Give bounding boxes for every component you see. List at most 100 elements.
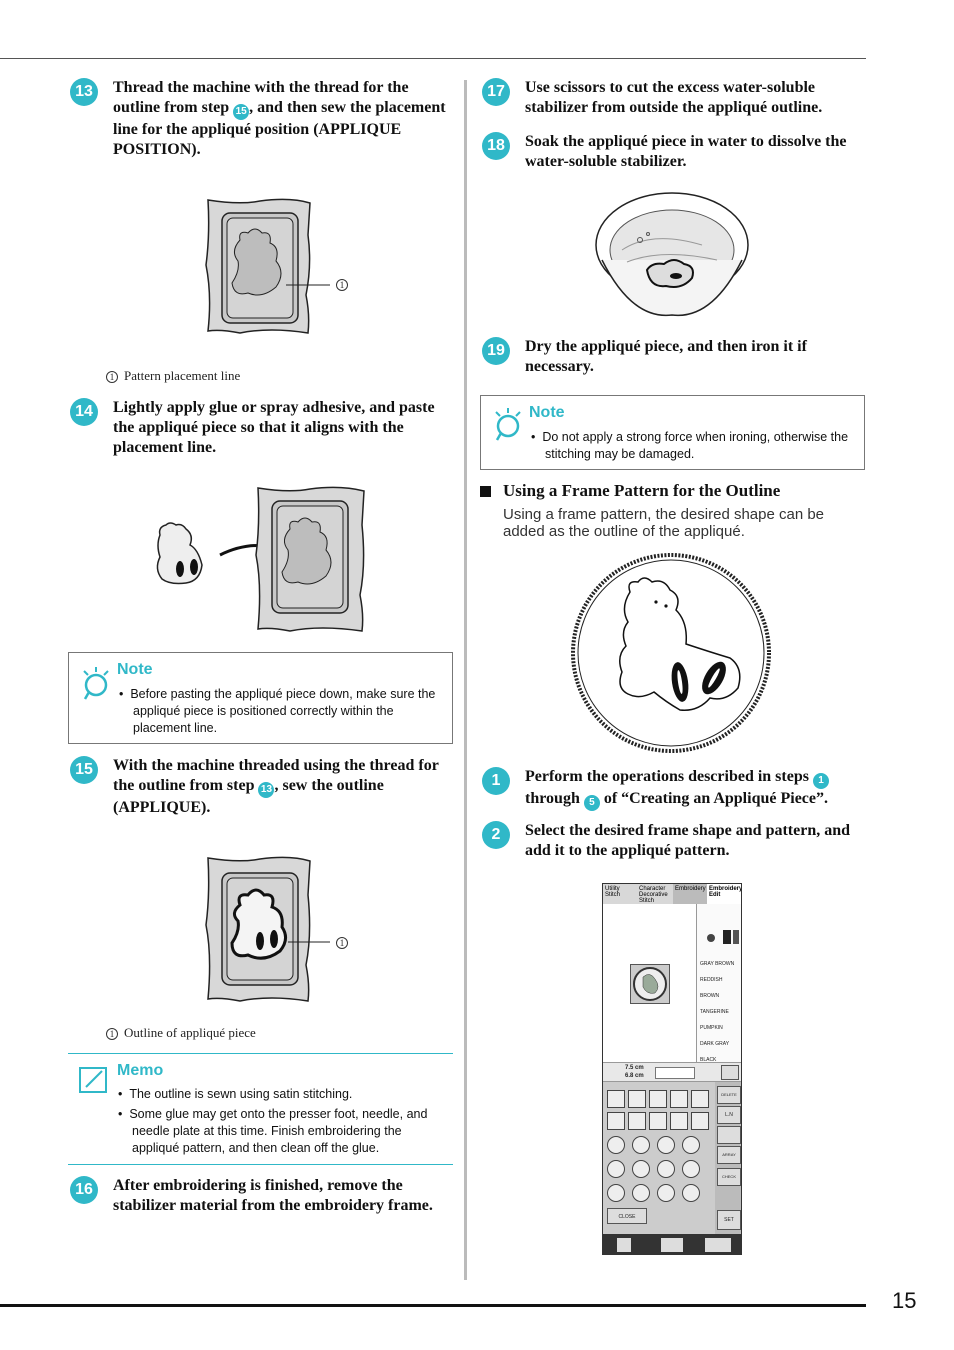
size-width: 7.5 cm bbox=[625, 1065, 644, 1071]
tab-utility-stitch[interactable]: Utility Stitch bbox=[603, 884, 637, 904]
section-square-icon bbox=[480, 486, 491, 497]
step-14-text: Lightly apply glue or spray adhesive, an… bbox=[113, 399, 435, 456]
shape-tall-rect-button[interactable] bbox=[691, 1112, 709, 1130]
array-button[interactable]: ARRAY bbox=[717, 1146, 741, 1164]
shape-crest-button[interactable] bbox=[670, 1112, 688, 1130]
memo-bullet-2: • Some glue may get onto the presser foo… bbox=[118, 1107, 428, 1155]
step-number-14: 14 bbox=[70, 398, 98, 426]
bear-thumbnail-icon bbox=[633, 967, 667, 1001]
step-15-text-b: , sew the outline (APPLIQUE). bbox=[113, 777, 384, 816]
note-bullet: • Do not apply a strong force when ironi… bbox=[531, 430, 849, 461]
note-box-2: Note • Do not apply a strong force when … bbox=[480, 395, 865, 470]
delete-button[interactable]: DELETE bbox=[717, 1086, 741, 1104]
tab-character-decorative[interactable]: Character Decorative Stitch bbox=[637, 884, 673, 904]
mirror-button[interactable]: L.N bbox=[717, 1106, 741, 1124]
close-button[interactable]: CLOSE bbox=[607, 1208, 647, 1224]
note-heading: Note bbox=[117, 661, 153, 678]
color-item-black[interactable]: BLACK bbox=[700, 1057, 717, 1063]
memory-button[interactable] bbox=[721, 1065, 739, 1080]
step-ref-icon: 1 bbox=[812, 773, 829, 789]
thread-spool-icon bbox=[707, 930, 739, 944]
pattern-button-5[interactable] bbox=[607, 1160, 625, 1178]
section-body: Using a frame pattern, the desired shape… bbox=[503, 506, 825, 540]
caption-number: 1 bbox=[106, 371, 118, 383]
step-ref-icon: 13 bbox=[258, 782, 275, 798]
pattern-button-6[interactable] bbox=[632, 1160, 650, 1178]
paste-applique-illustration bbox=[156, 486, 365, 632]
machine-icon[interactable] bbox=[661, 1238, 683, 1252]
step-13-text-a: Thread the machine with the thread for t… bbox=[113, 79, 409, 116]
frame-step-2-text: Select the desired frame shape and patte… bbox=[525, 822, 851, 859]
step-18-text: Soak the appliqué piece in water to diss… bbox=[525, 133, 847, 170]
check-button[interactable]: CHECK bbox=[717, 1168, 741, 1186]
shape-heart-button[interactable] bbox=[628, 1112, 646, 1130]
step-ref-icon: 15 bbox=[233, 104, 250, 120]
bottom-rule bbox=[0, 1304, 866, 1307]
pattern-button-8[interactable] bbox=[682, 1160, 700, 1178]
color-item-reddish-brown[interactable]: REDDISH BROWN bbox=[700, 977, 723, 999]
note-bullet-text: Before pasting the appliqué piece down, … bbox=[130, 687, 436, 735]
step-15-text-a: With the machine threaded using the thre… bbox=[113, 757, 439, 794]
side-button-panel: DELETE L.N ARRAY CHECK SET bbox=[715, 1082, 741, 1234]
position-indicator bbox=[655, 1067, 695, 1079]
thread-icon[interactable] bbox=[705, 1238, 731, 1252]
pattern-button-4[interactable] bbox=[682, 1136, 700, 1154]
shape-oval-button[interactable] bbox=[670, 1090, 688, 1108]
note-bullet: • Before pasting the appliqué piece down… bbox=[119, 687, 436, 735]
pattern-button-9[interactable] bbox=[607, 1184, 625, 1202]
shape-circle-button[interactable] bbox=[607, 1090, 625, 1108]
shape-square-button[interactable] bbox=[628, 1090, 646, 1108]
embroidery-preview-area bbox=[603, 904, 697, 1062]
hoop-placement-illustration bbox=[205, 198, 330, 334]
set-button[interactable]: SET bbox=[717, 1210, 741, 1230]
hoop-outline-illustration bbox=[205, 856, 330, 1002]
memo-bullet-1: • The outline is sewn using satin stitch… bbox=[118, 1087, 353, 1101]
memo-heading: Memo bbox=[117, 1062, 164, 1079]
pattern-button-12[interactable] bbox=[682, 1184, 700, 1202]
note-box-1: Note • Before pasting the appliqué piece… bbox=[68, 652, 453, 744]
frame-shape-panel: CLOSE bbox=[603, 1082, 715, 1234]
note-lightbulb-icon bbox=[495, 408, 521, 441]
step-number-frame-1: 1 bbox=[482, 767, 510, 795]
color-item-tangerine[interactable]: TANGERINE bbox=[700, 1009, 729, 1015]
machine-lcd-screen: Utility Stitch Character Decorative Stit… bbox=[602, 883, 742, 1255]
pattern-button-2[interactable] bbox=[632, 1136, 650, 1154]
memo-top-rule bbox=[68, 1053, 453, 1054]
memo-bottom-rule bbox=[68, 1164, 453, 1165]
color-item-dark-gray[interactable]: DARK GRAY bbox=[700, 1041, 730, 1047]
color-item-gray-brown[interactable]: GRAY BROWN bbox=[700, 961, 735, 967]
callout-1: 1 bbox=[336, 276, 354, 292]
pattern-button-10[interactable] bbox=[632, 1184, 650, 1202]
step-15-text: With the machine threaded using the thre… bbox=[113, 756, 453, 818]
memo-bullet-text: The outline is sewn using satin stitchin… bbox=[129, 1087, 353, 1101]
frame-step-1-text-b: through bbox=[525, 790, 584, 807]
shape-rect-button[interactable] bbox=[691, 1090, 709, 1108]
note-heading: Note bbox=[529, 404, 565, 421]
color-item-pumpkin[interactable]: PUMPKIN bbox=[700, 1025, 723, 1031]
note-bullet-text: Do not apply a strong force when ironing… bbox=[542, 430, 849, 461]
callout-number: 1 bbox=[336, 937, 348, 949]
step-13-text: Thread the machine with the thread for t… bbox=[113, 78, 453, 160]
shape-diamond-button[interactable] bbox=[649, 1090, 667, 1108]
bottom-toolbar bbox=[603, 1234, 741, 1254]
shape-flower-button[interactable] bbox=[649, 1112, 667, 1130]
bear-frame-illustration bbox=[571, 553, 771, 753]
flip-button[interactable] bbox=[717, 1126, 741, 1144]
color-list: GRAY BROWN REDDISH BROWN TANGERINE PUMPK… bbox=[700, 956, 741, 1068]
frame-step-1-text-c: of “Creating an Appliqué Piece”. bbox=[599, 790, 828, 807]
pattern-button-1[interactable] bbox=[607, 1136, 625, 1154]
tab-embroidery[interactable]: Embroidery bbox=[673, 884, 707, 904]
pattern-button-7[interactable] bbox=[657, 1160, 675, 1178]
frame-step-1-text-a: Perform the operations described in step… bbox=[525, 768, 813, 785]
pattern-button-11[interactable] bbox=[657, 1184, 675, 1202]
pattern-button-3[interactable] bbox=[657, 1136, 675, 1154]
step-ref-icon: 5 bbox=[583, 795, 600, 811]
callout-1b: 1 bbox=[336, 934, 354, 950]
tab-embroidery-edit[interactable]: Embroidery Edit bbox=[707, 884, 741, 904]
shape-shield-button[interactable] bbox=[607, 1112, 625, 1130]
memo-notepad-icon bbox=[79, 1067, 107, 1093]
page-icon[interactable] bbox=[617, 1238, 631, 1252]
step-number-frame-2: 2 bbox=[482, 821, 510, 849]
step-number-16: 16 bbox=[70, 1176, 98, 1204]
